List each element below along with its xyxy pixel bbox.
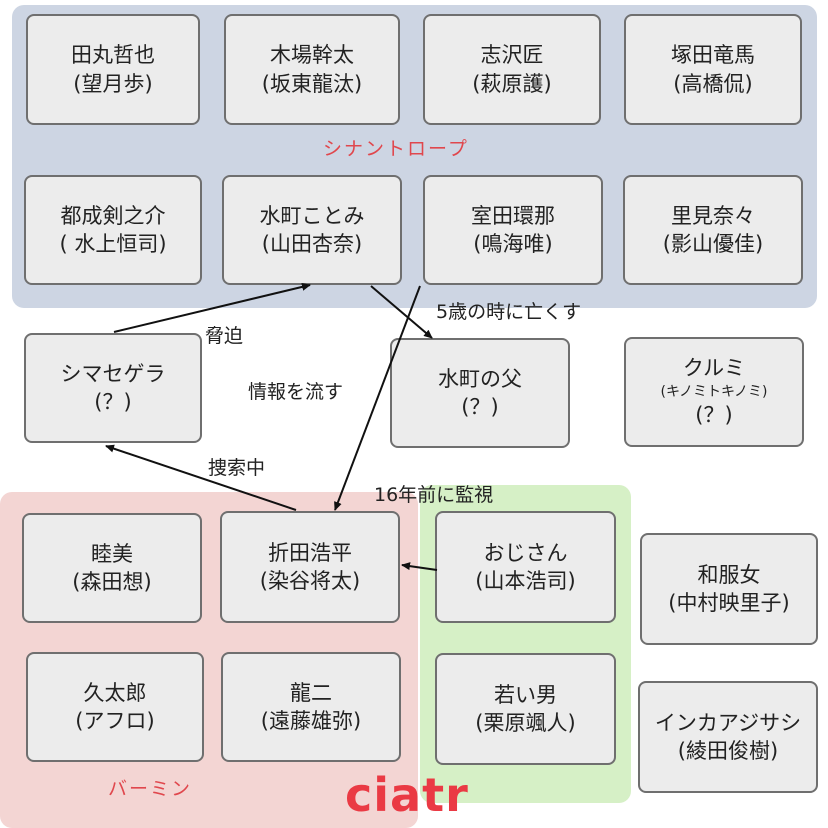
character-name: 若い男 bbox=[494, 682, 557, 707]
character-ojisan: おじさん (山本浩司) bbox=[435, 511, 616, 623]
edge-label-died: 5歳の時に亡くす bbox=[436, 301, 582, 323]
character-actor: (？) bbox=[461, 395, 499, 419]
character-actor: (染谷将太) bbox=[259, 569, 361, 593]
character-name: 室田環那 bbox=[471, 203, 555, 228]
character-kurumi: クルミ (キノミトキノミ) (？) bbox=[624, 337, 804, 447]
character-name: 龍二 bbox=[290, 680, 332, 705]
group-label-sinantrope: シナントロープ bbox=[323, 138, 469, 160]
character-name: 里見奈々 bbox=[671, 203, 755, 228]
character-name: 水町ことみ bbox=[259, 203, 365, 228]
character-actor: (鳴海唯) bbox=[473, 232, 553, 256]
character-actor: (？) bbox=[94, 390, 132, 414]
character-name: 都成剣之介 bbox=[60, 203, 166, 228]
character-tonari: 都成剣之介 ( 水上恒司) bbox=[24, 175, 202, 285]
arrow-search bbox=[105, 444, 297, 511]
character-name: インカアジサシ bbox=[654, 710, 802, 735]
character-actor: (中村映里子) bbox=[668, 591, 790, 615]
character-mutsumi: 睦美 (森田想) bbox=[22, 513, 202, 623]
character-inka: インカアジサシ (綾田俊樹) bbox=[638, 681, 818, 793]
character-orita: 折田浩平 (染谷将太) bbox=[220, 511, 400, 623]
edge-label-threat: 脅迫 bbox=[205, 325, 244, 347]
character-actor: (萩原護) bbox=[472, 71, 552, 96]
character-actor: (森田想) bbox=[72, 570, 152, 594]
character-actor: (影山優佳) bbox=[662, 232, 764, 256]
character-alias: (キノミトキノミ) bbox=[660, 383, 768, 400]
character-actor: (アフロ) bbox=[75, 709, 155, 733]
character-name: おじさん bbox=[483, 540, 568, 565]
character-shizawa: 志沢匠 (萩原護) bbox=[423, 14, 601, 125]
character-actor: (？) bbox=[695, 403, 733, 428]
arrow-died bbox=[370, 285, 433, 339]
brand-logo: ciatr bbox=[345, 768, 469, 822]
character-name: 塚田竜馬 bbox=[671, 43, 755, 68]
character-name: 田丸哲也 bbox=[71, 43, 155, 68]
character-actor: (高橋侃) bbox=[673, 71, 753, 96]
character-actor: (望月歩) bbox=[73, 71, 153, 96]
arrow-leak bbox=[334, 285, 421, 511]
character-satomi: 里見奈々 (影山優佳) bbox=[623, 175, 803, 285]
edge-label-search: 捜索中 bbox=[208, 457, 266, 479]
character-tamaru: 田丸哲也 (望月歩) bbox=[26, 14, 200, 125]
character-name: 水町の父 bbox=[438, 366, 522, 391]
character-actor: (綾田俊樹) bbox=[677, 739, 779, 763]
character-shimasegera: シマセゲラ (？) bbox=[24, 333, 202, 443]
character-tsukada: 塚田竜馬 (高橋侃) bbox=[624, 14, 802, 125]
character-wakaiotoko: 若い男 (栗原颯人) bbox=[435, 653, 616, 765]
character-actor: (遠藤雄弥) bbox=[260, 709, 362, 733]
character-name: シマセゲラ bbox=[60, 361, 166, 386]
group-label-bamin: バーミン bbox=[108, 778, 193, 800]
character-wafukuonna: 和服女 (中村映里子) bbox=[640, 533, 818, 645]
character-kyutaro: 久太郎 (アフロ) bbox=[26, 652, 204, 762]
character-ryuji: 龍二 (遠藤雄弥) bbox=[221, 652, 401, 762]
character-murota: 室田環那 (鳴海唯) bbox=[423, 175, 603, 285]
character-actor: ( 水上恒司) bbox=[59, 232, 167, 256]
character-mizumachi: 水町ことみ (山田杏奈) bbox=[222, 175, 402, 285]
character-name: 久太郎 bbox=[83, 680, 147, 705]
character-name: 志沢匠 bbox=[480, 43, 544, 68]
character-actor: (山本浩司) bbox=[475, 569, 576, 593]
character-actor: (山田杏奈) bbox=[261, 232, 363, 256]
character-name: クルミ bbox=[682, 356, 746, 381]
character-mizumachi-father: 水町の父 (？) bbox=[390, 338, 570, 448]
character-name: 折田浩平 bbox=[268, 540, 352, 565]
character-name: 和服女 bbox=[697, 562, 761, 587]
edge-label-leak: 情報を流す bbox=[248, 381, 344, 403]
character-actor: (坂東龍汰) bbox=[261, 71, 363, 96]
arrow-threat bbox=[113, 282, 311, 333]
character-name: 睦美 bbox=[91, 541, 133, 566]
character-actor: (栗原颯人) bbox=[475, 711, 576, 735]
character-kiba: 木場幹太 (坂東龍汰) bbox=[224, 14, 400, 125]
arrow-watch bbox=[401, 562, 438, 571]
character-name: 木場幹太 bbox=[270, 43, 354, 68]
edge-label-watch: 16年前に監視 bbox=[374, 484, 494, 506]
